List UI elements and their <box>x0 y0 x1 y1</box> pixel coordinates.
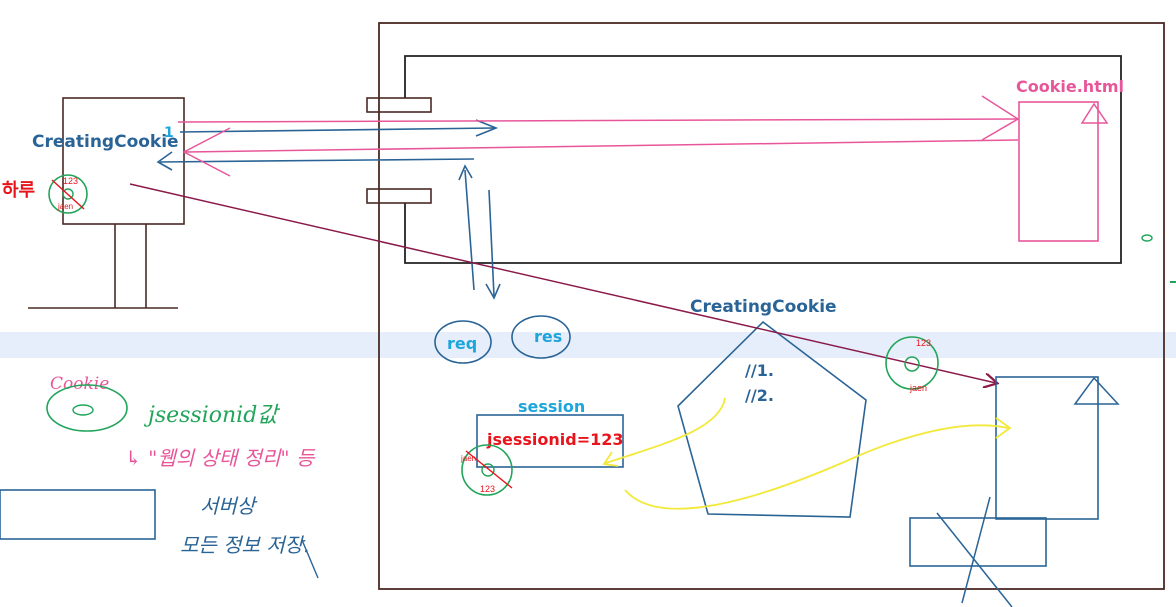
note-jsessionid: jsessionid값 <box>143 403 280 428</box>
server-box <box>378 22 1165 590</box>
note-web-state: ↳ "웹의 상태 정리" 등 <box>125 446 316 470</box>
yellow-curve-1 <box>605 397 726 464</box>
response-arrow-blue <box>156 151 475 171</box>
note-box <box>0 489 156 540</box>
session-label: session <box>518 397 585 416</box>
servlet-step-2: //2. <box>745 386 774 405</box>
session-cookie-value: 123 <box>480 484 495 494</box>
session-value: jsessionid=123 <box>486 430 624 449</box>
note-underline <box>301 539 319 579</box>
expiry-label: 하루 <box>2 180 35 201</box>
page-cookie-owner: jaen <box>909 383 927 393</box>
note-cookie-disc <box>46 384 128 432</box>
yellow-arrowhead-2 <box>995 417 1012 439</box>
session-cookie-icon <box>461 444 513 496</box>
client-cookie-value: 123 <box>63 176 78 186</box>
server-port-top <box>366 97 432 113</box>
server-page-corner <box>1073 376 1120 405</box>
arrow-number: 1 <box>164 125 174 141</box>
req-bubble <box>434 320 492 364</box>
yellow-arrowhead-1 <box>602 451 619 467</box>
session-cookie-owner: jaen <box>460 454 476 463</box>
page-cookie-icon <box>885 336 939 390</box>
request-arrow-pink <box>177 95 1020 141</box>
client-cookie-owner: jaen <box>57 202 73 211</box>
servlet-pentagon <box>677 320 867 518</box>
vertical-arrows <box>458 164 501 300</box>
note-store-all: 모든 정보 저장. <box>180 533 309 557</box>
highlight-band <box>0 332 1176 358</box>
client-cookie-icon <box>48 174 88 214</box>
servlet-step-1: //1. <box>745 361 774 380</box>
cookie-html-page <box>1018 101 1099 242</box>
page-cookie-value: 123 <box>916 338 931 348</box>
crossed-box <box>909 517 1047 567</box>
cookie-html-label: Cookie.html <box>1016 77 1124 96</box>
note-server-word: 서버상 <box>200 494 258 518</box>
res-bubble <box>511 315 571 359</box>
server-page <box>995 376 1099 520</box>
cross-line-1 <box>936 512 1013 607</box>
res-label: res <box>534 327 562 346</box>
client-name: CreatingCookie <box>32 132 179 152</box>
servlet-name: CreatingCookie <box>690 297 837 317</box>
page-corner <box>1080 102 1109 124</box>
request-arrow-blue <box>179 119 499 137</box>
session-box <box>476 414 624 468</box>
web-container-box <box>404 55 1122 264</box>
server-port-bottom <box>366 188 432 204</box>
yellow-curve-2 <box>624 424 1009 510</box>
cookie-flow-arrow <box>129 183 996 383</box>
cross-line-2 <box>961 496 991 604</box>
green-dot <box>1141 234 1153 242</box>
req-label: req <box>447 334 477 353</box>
response-arrow-pink <box>182 127 1019 177</box>
